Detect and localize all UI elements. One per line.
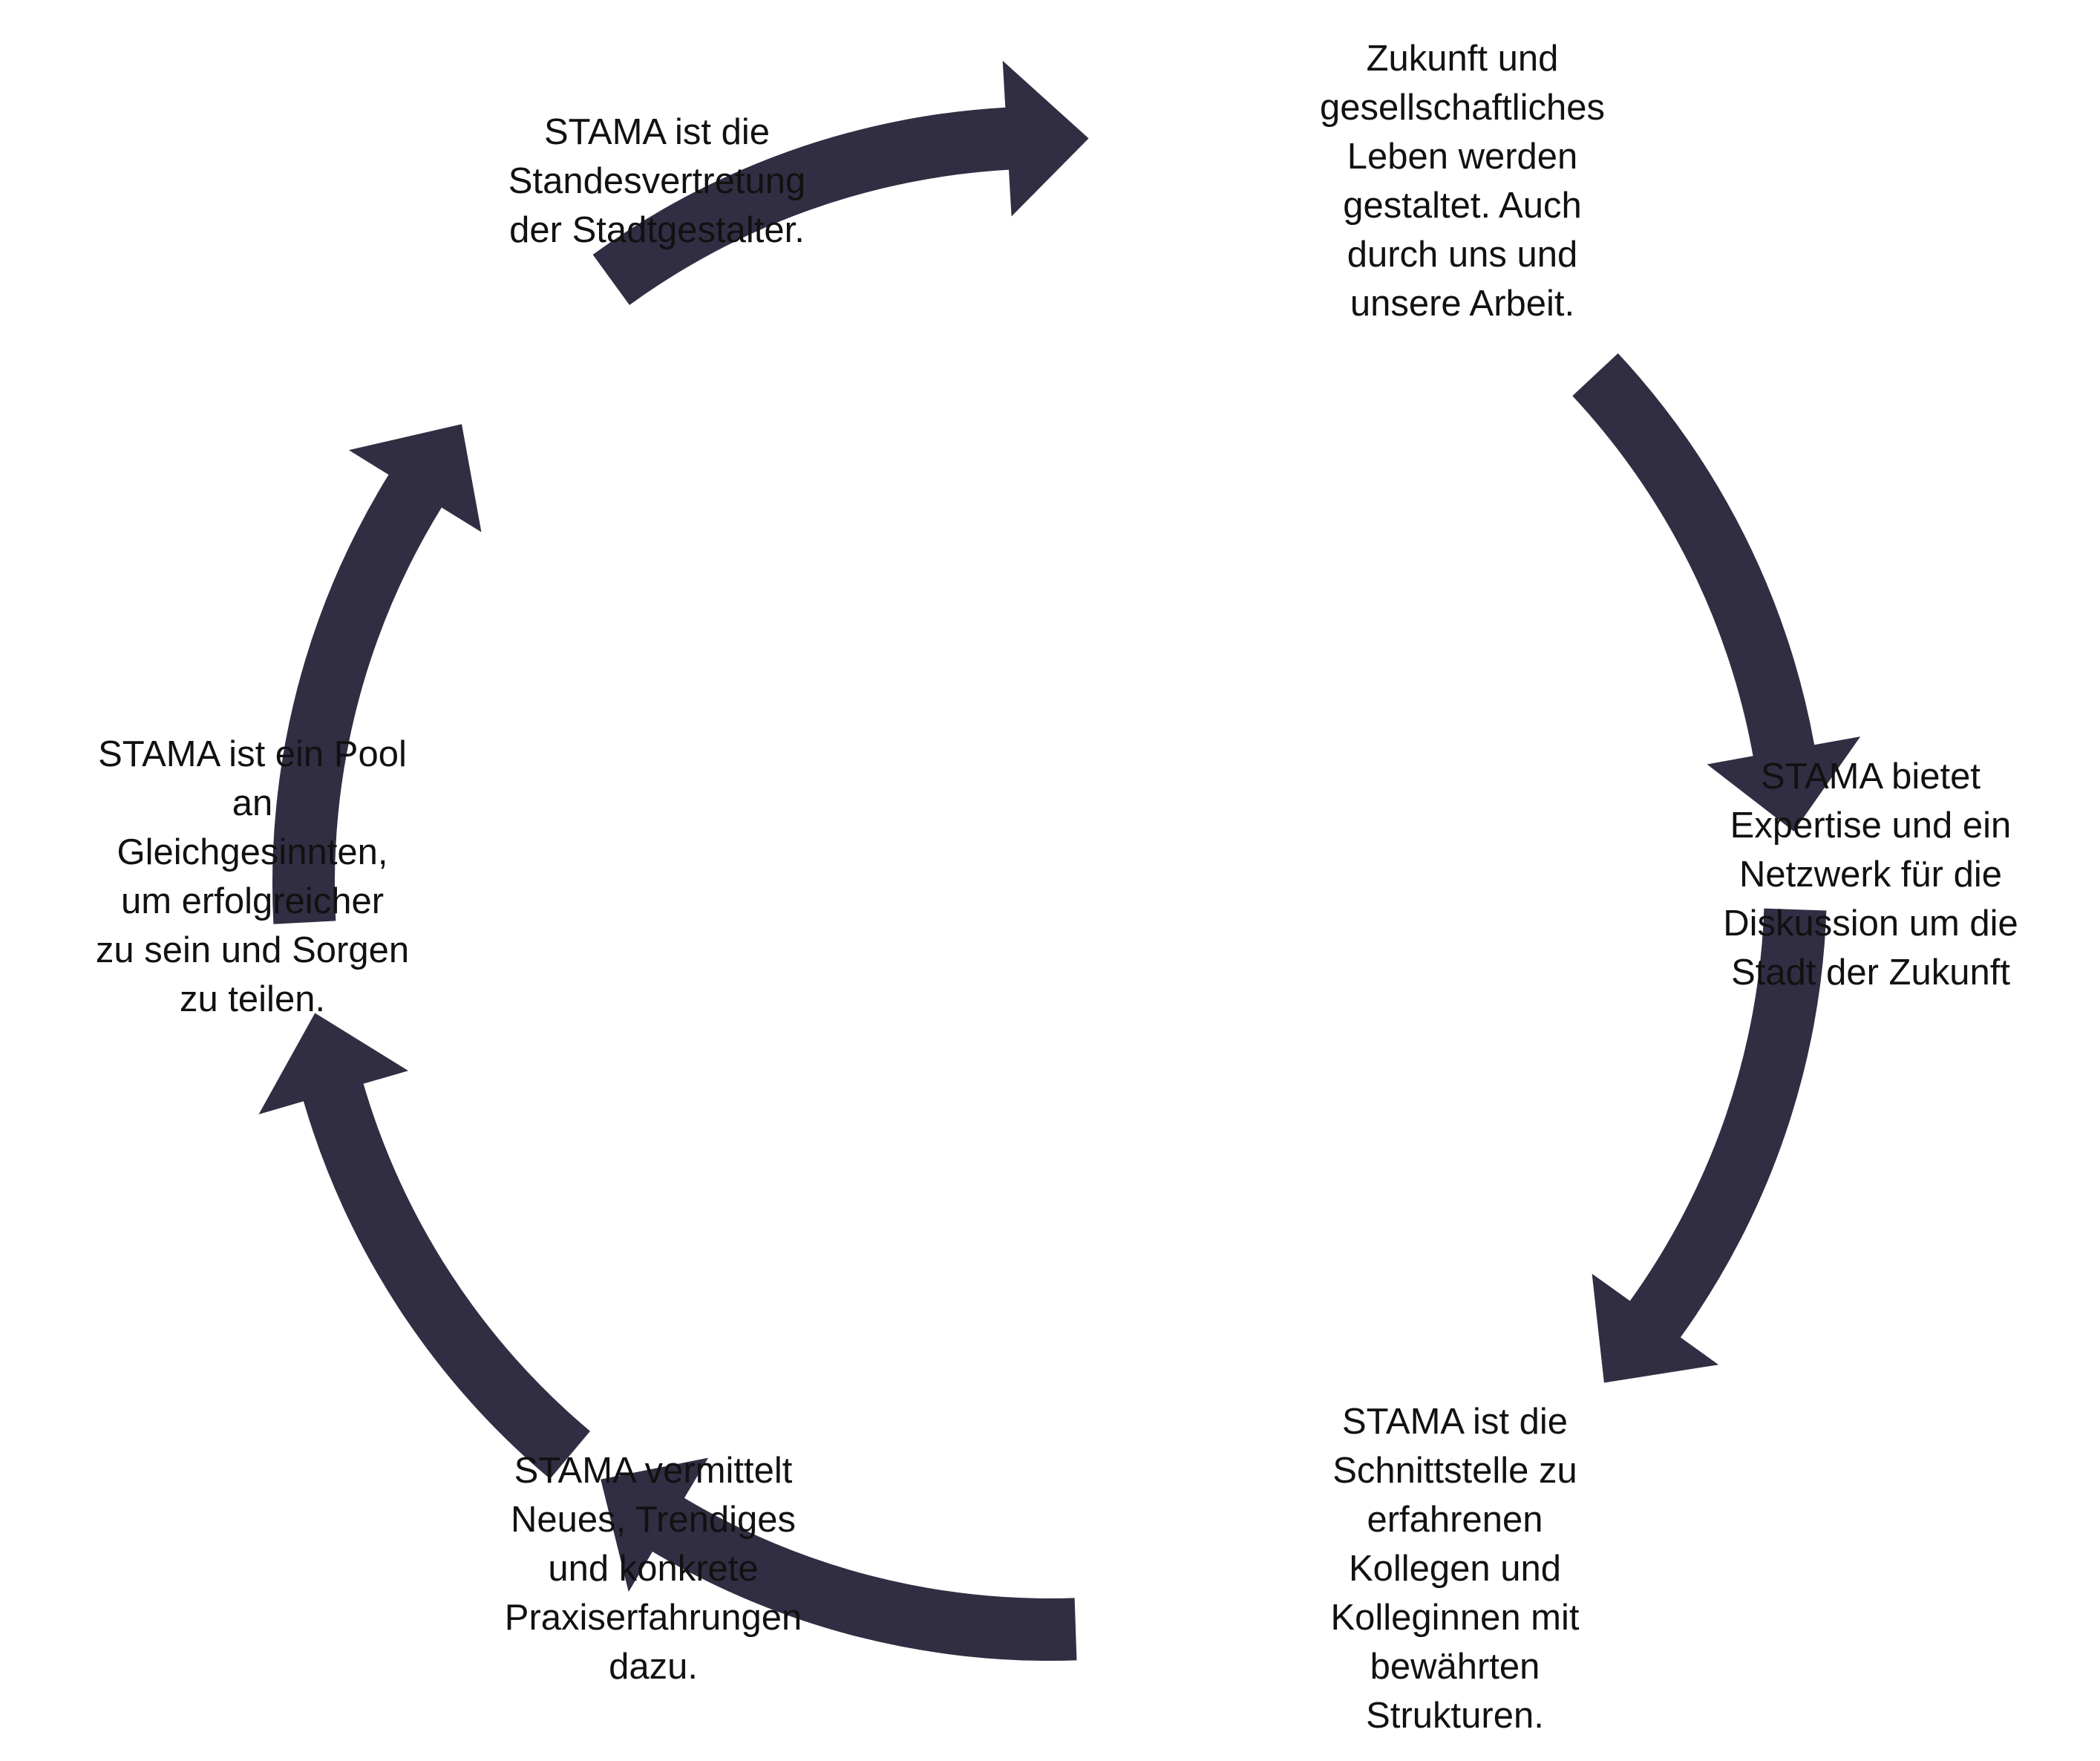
cycle-arrow-6 — [272, 424, 482, 924]
cycle-arrow-5 — [258, 1013, 590, 1479]
cycle-node-pool: STAMA ist ein Pool an Gleichgesinnten, u… — [95, 734, 410, 1019]
cycle-node-zukunft: Zukunft und gesellschaftliches Leben wer… — [1319, 39, 1606, 324]
cycle-node-schnittstelle: STAMA ist die Schnittstelle zu erfahrene… — [1330, 1402, 1580, 1736]
cycle-node-vermittelt: STAMA vermittelt Neues, Trendiges und ko… — [504, 1451, 802, 1687]
cycle-arrow-2 — [1572, 353, 1861, 832]
cycle-arrow-3 — [1592, 908, 1827, 1383]
cycle-arrow-4 — [601, 1457, 1077, 1662]
cycle-arrow-1 — [592, 60, 1089, 305]
cycle-node-standesvertretung: STAMA ist die Standesvertretung der Stad… — [508, 112, 806, 250]
cycle-node-expertise: STAMA bietet Expertise und ein Netzwerk … — [1723, 757, 2018, 993]
